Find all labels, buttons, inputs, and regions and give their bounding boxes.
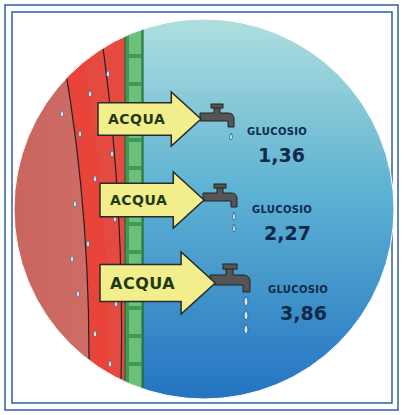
solution-label: GLUCOSIO <box>252 204 312 215</box>
solution-label: GLUCOSIO <box>247 126 307 137</box>
arrow-label: ACQUA <box>110 192 167 208</box>
arrow-box: ACQUA <box>100 172 204 228</box>
concentration-value: 2,27 <box>264 222 311 244</box>
concentration-value: 3,86 <box>280 302 327 324</box>
arrow-label: ACQUA <box>110 274 175 293</box>
arrow-box: ACQUA <box>100 252 215 314</box>
concentration-value: 1,36 <box>258 144 305 166</box>
arrow-label: ACQUA <box>108 111 165 127</box>
arrow-box: ACQUA <box>98 92 201 146</box>
solution-label: GLUCOSIO <box>268 284 328 295</box>
